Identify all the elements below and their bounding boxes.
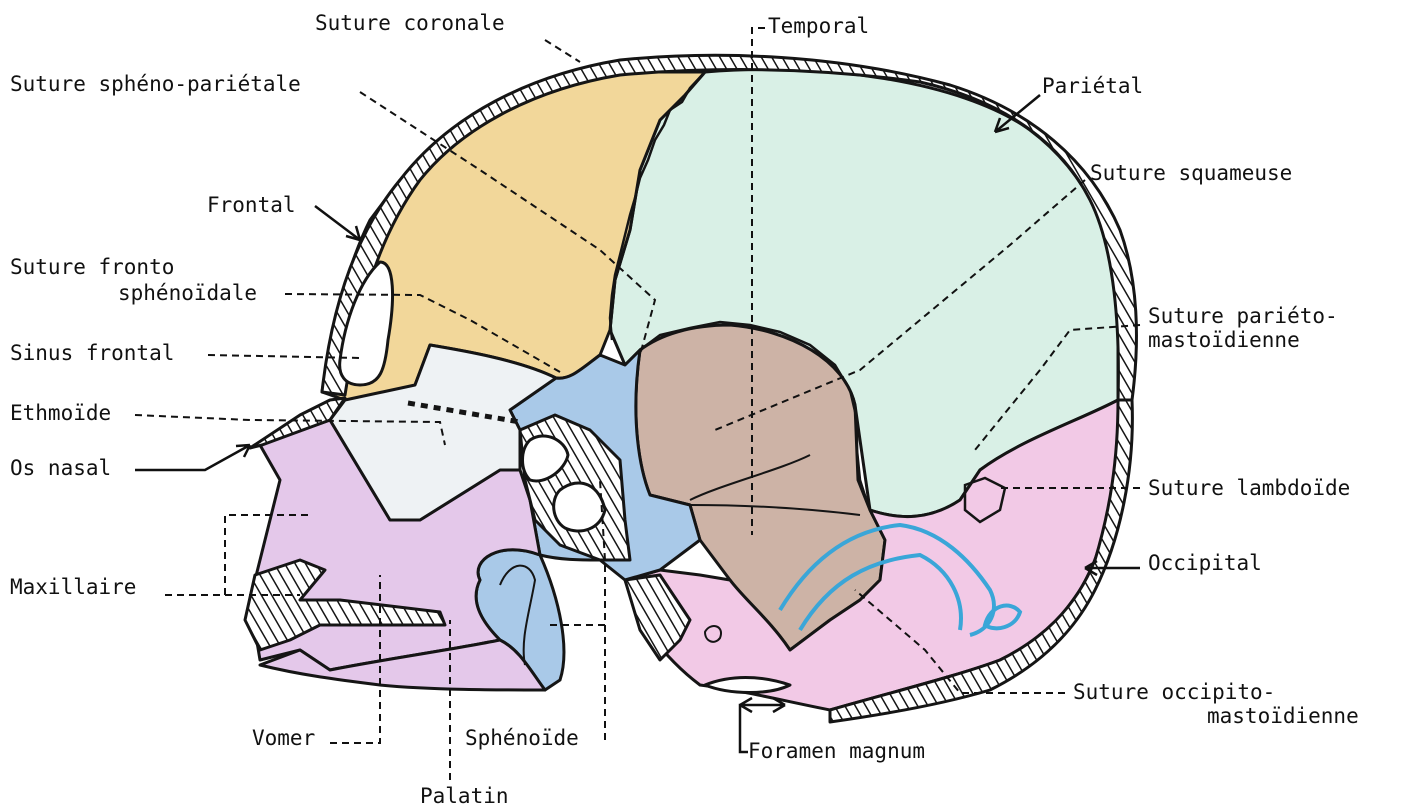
label-occipital: Occipital	[1148, 551, 1262, 575]
label-os-nasal: Os nasal	[10, 456, 111, 480]
label-sphenoide: Sphénoïde	[465, 726, 579, 750]
sphenoid-sinus	[554, 483, 605, 531]
label-suture-spheno-parietale: Suture sphéno-pariétale	[10, 72, 301, 96]
label-suture-fronto-1: Suture fronto	[10, 255, 174, 279]
arrow-frontal	[315, 206, 360, 240]
label-suture-occipito-2: mastoïdienne	[1207, 704, 1359, 728]
label-sinus-frontal: Sinus frontal	[10, 341, 174, 365]
label-suture-coronale: Suture coronale	[315, 11, 505, 35]
arrow-occipital	[1085, 561, 1140, 575]
label-suture-parieto-2: mastoïdienne	[1148, 328, 1300, 352]
label-ethmoide: Ethmoïde	[10, 401, 111, 425]
label-suture-fronto-2: sphénoïdale	[118, 281, 257, 305]
label-suture-lambdoide: Suture lambdoïde	[1148, 476, 1350, 500]
label-suture-squameuse: Suture squameuse	[1090, 161, 1292, 185]
label-frontal: Frontal	[207, 193, 296, 217]
label-vomer: Vomer	[252, 726, 315, 750]
label-parietal: Pariétal	[1042, 74, 1143, 98]
label-maxillaire: Maxillaire	[10, 575, 136, 599]
label-palatin: Palatin	[420, 784, 509, 808]
arrow-os-nasal	[135, 445, 250, 470]
label-foramen-magnum: Foramen magnum	[748, 739, 925, 763]
label-temporal: Temporal	[768, 14, 869, 38]
label-suture-parieto-1: Suture pariéto-	[1148, 304, 1338, 328]
label-suture-occipito-1: Suture occipito-	[1073, 680, 1275, 704]
leader-suture-coronale	[545, 40, 580, 62]
